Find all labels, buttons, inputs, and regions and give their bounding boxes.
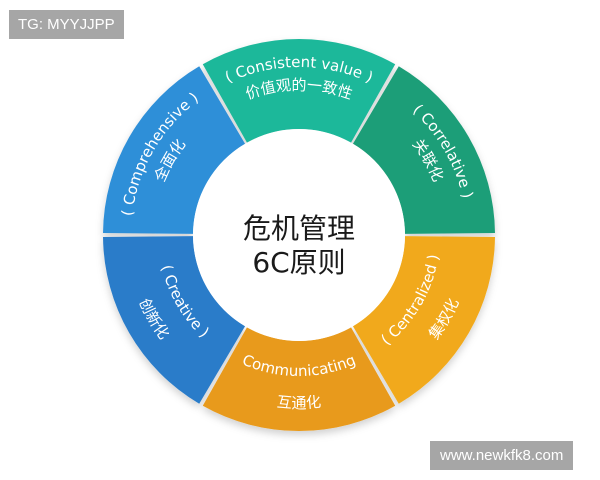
segment-consistent-value: [202, 39, 396, 143]
segment-communicating-label-cn: 互通化: [276, 393, 322, 412]
segment-communicating: [202, 327, 396, 431]
center-title-line2: 6C原则: [252, 246, 345, 279]
segment-comprehensive: [103, 66, 246, 234]
segment-creative: [103, 236, 246, 404]
segment-correlative: [352, 66, 495, 234]
segment-centralized: [352, 236, 495, 404]
watermark-top-label: TG: MYYJJPP: [9, 10, 124, 39]
center-title-line1: 危机管理: [243, 212, 355, 245]
watermark-bottom-label: www.newkfk8.com: [430, 441, 574, 470]
center-circle: [193, 129, 405, 341]
